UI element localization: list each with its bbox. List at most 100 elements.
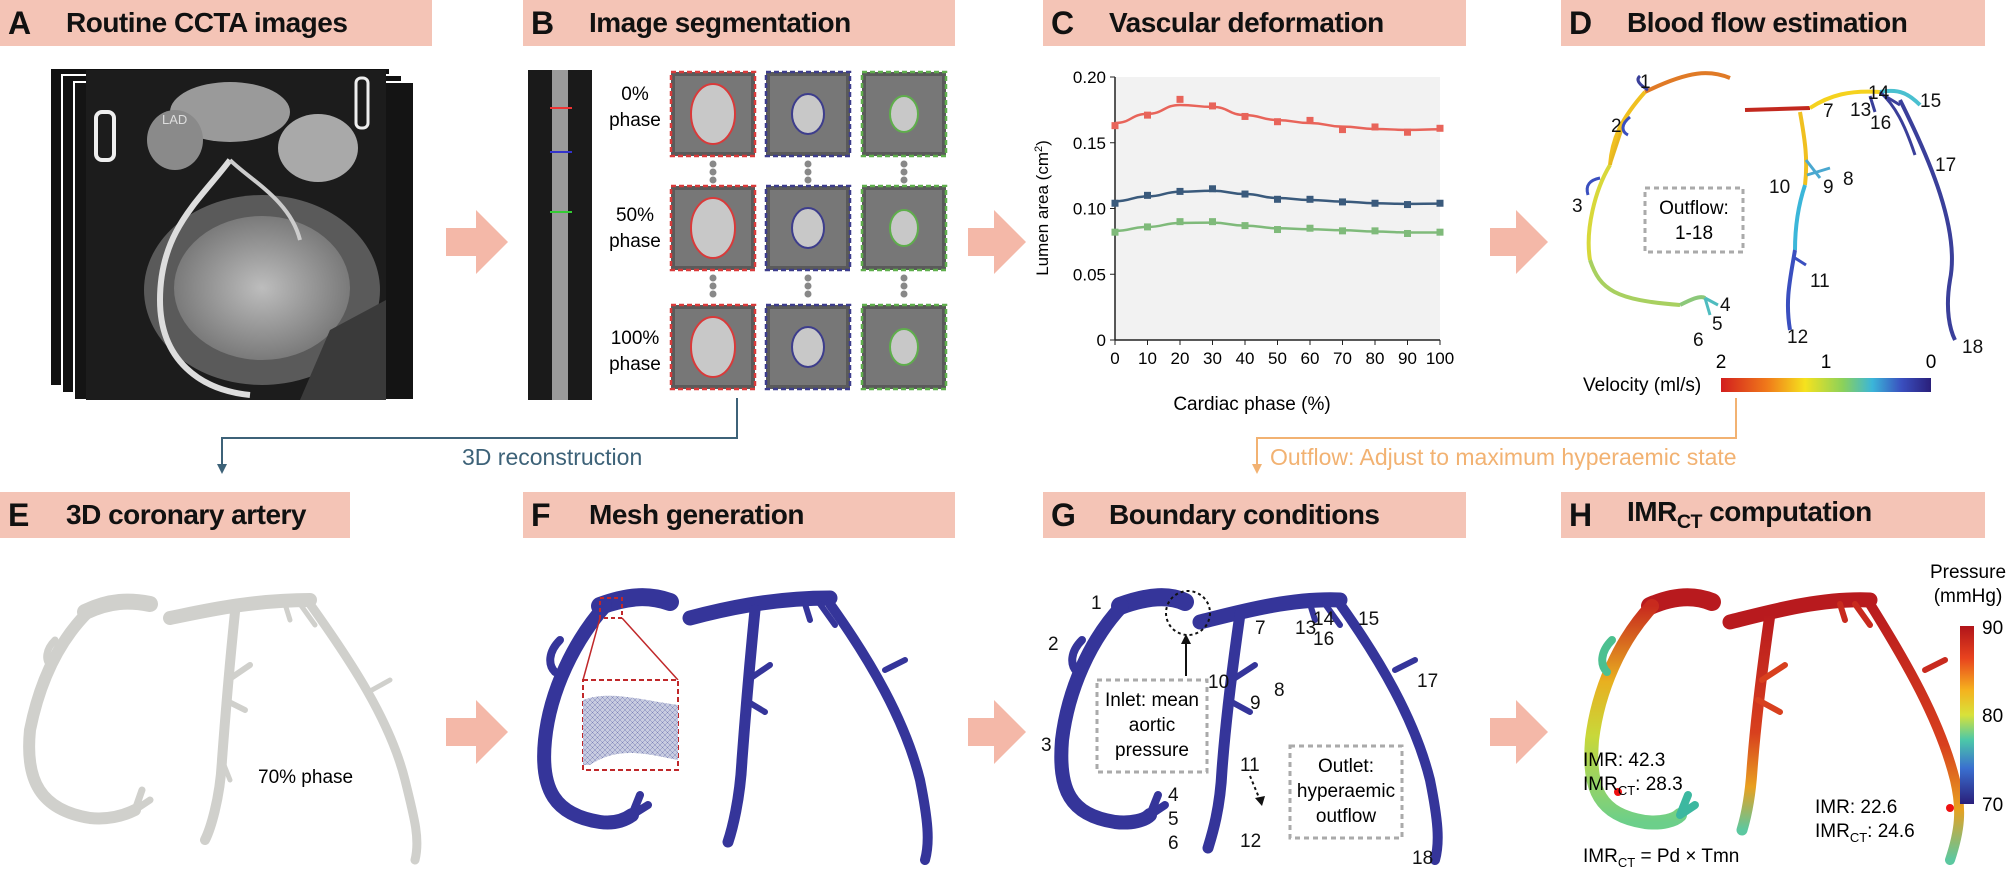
g-seg-label-8: 8 [1274,680,1285,701]
segmentation-tile [671,186,755,270]
segmentation-contour [791,93,825,135]
panel-letter: A [8,4,32,41]
panel-title: Blood flow estimation [1627,7,1908,38]
y-tick-label: 0.15 [1073,134,1106,153]
ellipsis-dot [709,160,717,168]
outflow-adjust-label: Outflow: Adjust to maximum hyperaemic st… [1270,444,1737,470]
data-point [1274,118,1281,126]
seg-label-13: 13 [1850,100,1871,121]
data-point [1176,218,1184,226]
arrow-c-to-d [1490,210,1548,274]
seg-label-12: 12 [1787,327,1808,348]
ellipsis-dot [900,168,908,176]
seg-label-17: 17 [1935,155,1956,176]
ellipsis-dot [709,282,717,290]
segmentation-tile-bg [866,76,942,152]
pressure-label-1: Pressure [1930,562,2006,583]
phase-70-label: 70% phase [258,767,353,788]
inlet-box [1095,678,1209,774]
segmentation-tile [671,305,755,389]
ellipsis-dot [900,160,908,168]
panel-h-header: H IMRCT computation [1561,492,1985,538]
g-seg-label-10: 10 [1208,672,1229,693]
panel-title: 3D coronary artery [66,499,307,530]
mesh-zoom-source [599,597,623,619]
velocity-tick-2: 2 [1716,352,1727,373]
panel-c-header: C Vascular deformation [1043,0,1466,46]
segmentation-tile-border [669,184,757,272]
seg-label-9: 9 [1823,177,1834,198]
seg-label-1: 1 [1640,72,1651,93]
segmentation-tile-bg [770,76,846,152]
data-point [1436,228,1444,236]
segmentation-tile [862,305,946,389]
x-tick-label: 0 [1110,349,1119,368]
data-point [1306,195,1314,203]
x-tick-label: 50 [1268,349,1287,368]
arrow-a-to-b [446,210,508,274]
segmentation-tile-bg [675,309,751,385]
data-point [1176,95,1184,103]
right-imrct-main: IMR [1815,821,1850,842]
left-imrct-sub: CT [1618,783,1635,798]
seg-label-15: 15 [1920,91,1941,112]
outlet-line1: Outlet: [1318,756,1374,777]
panel-b-header: B Image segmentation [523,0,955,46]
segmentation-tile [862,186,946,270]
data-point [1339,126,1346,134]
velocity-label: Velocity (ml/s) [1583,375,1701,396]
inlet-line3: pressure [1115,740,1189,761]
phase-label-50: 50% [616,205,654,226]
segmentation-tile-bg [770,190,846,266]
segmentation-tile-border [764,70,852,158]
segmentation-contour [690,197,736,259]
g-seg-label-4: 4 [1168,785,1179,806]
data-point [1209,218,1216,226]
segmentation-tile [862,72,946,156]
arrow-g-to-h [1490,700,1548,764]
title-imr: IMR [1627,496,1677,528]
inlet-line1: Inlet: mean [1105,690,1199,711]
right-imrct: IMRCT: 24.6 [1815,821,1915,845]
arrow-e-to-f [446,700,508,764]
segmentation-tile-bg [866,190,942,266]
x-tick-label: 80 [1366,349,1385,368]
segmentation-tile [766,72,850,156]
segmentation-tile-bg [675,76,751,152]
outflow-box [1643,186,1745,254]
segmentation-contour [690,83,736,145]
title-ct-subscript: CT [1676,510,1703,533]
data-point [1306,224,1314,232]
segmentation-contour [791,326,825,368]
g-seg-label-11: 11 [1240,755,1260,776]
inlet-line2: aortic [1129,715,1175,736]
panel-letter: C [1051,4,1075,41]
ellipsis-dot [900,274,908,282]
g-seg-label-3: 3 [1041,735,1052,756]
arrow-b-to-c [968,210,1026,274]
formula-rest: = Pd × Tmn [1635,846,1739,867]
data-point [1241,112,1249,120]
outflow-box-line2: 1-18 [1675,223,1713,244]
data-point [1306,116,1314,124]
x-tick-label: 40 [1236,349,1255,368]
pressure-tick-70: 70 [1982,795,2003,816]
panel-f-header: F Mesh generation [523,492,955,538]
seg-label-11: 11 [1810,271,1830,292]
panel-e-header: E 3D coronary artery [0,492,350,538]
seg-label-4: 4 [1720,295,1731,316]
panel-d-header: D Blood flow estimation [1561,0,1985,46]
segmentation-tile-border [669,70,757,158]
series-line [1114,189,1441,206]
g-seg-label-15: 15 [1358,609,1379,630]
velocity-tick-0: 0 [1926,352,1937,373]
x-tick-label: 20 [1171,349,1190,368]
segmentation-tile-border [860,70,948,158]
panel-letter: E [8,496,30,533]
g-seg-label-14: 14 [1313,609,1335,630]
